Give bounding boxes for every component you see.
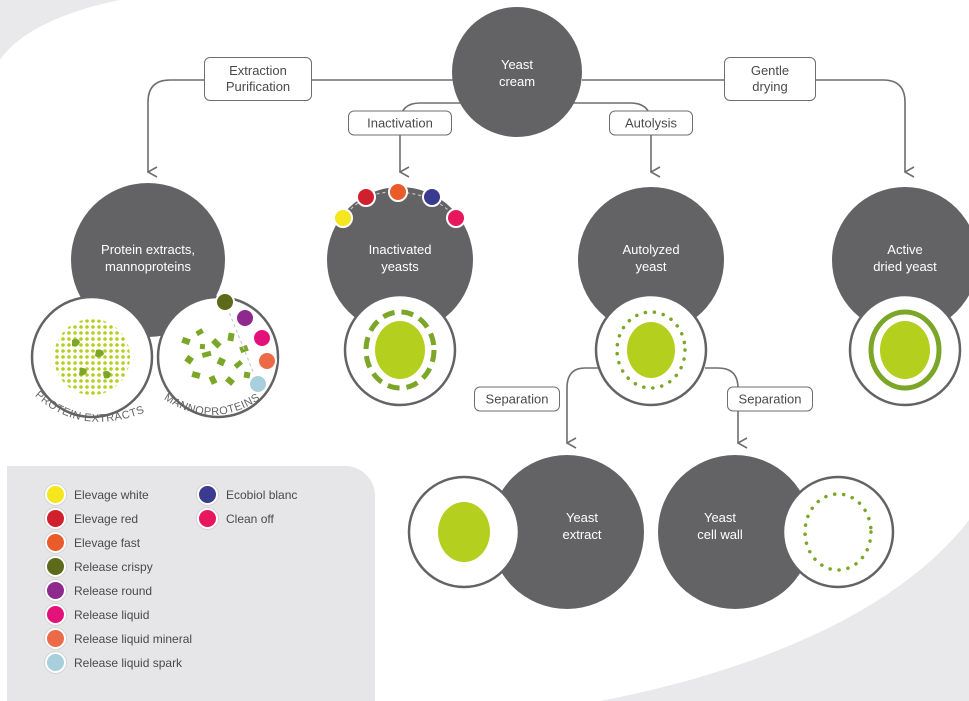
legend-item: Ecobiol blanc [197,484,297,505]
legend-item: Elevage white [45,484,149,505]
inactivated-cell-dashed-wall [363,309,437,391]
legend-swatch [45,484,66,505]
autolyzed-cell-core [627,322,675,378]
active-cell-core [880,321,930,379]
node-label-inactivated: Inactivated yeasts [368,242,432,274]
legend-swatch [45,556,66,577]
legend-swatch [45,508,66,529]
legend-label: Release liquid mineral [74,631,193,646]
legend-item: Release liquid [45,604,149,625]
node-label-cell-wall: Yeast cell wall [697,510,743,542]
inactivated-dot-arc [342,191,457,219]
process-separation-left: Separation [474,386,560,412]
legend-label: Elevage white [74,487,149,502]
product-dot-release-liquid-mineral [257,351,277,371]
node-yeast-cell-wall [658,455,812,609]
node-active-dried-yeast [832,187,969,333]
legend-label: Release round [74,583,153,598]
legend-swatch [45,652,66,673]
legend-item: Release crispy [45,556,153,577]
legend-item: Elevage fast [45,532,140,553]
product-dot-elevage-red [356,187,376,207]
background-swoosh-bottom [600,520,969,701]
process-extraction-purification: Extraction Purification [204,57,312,101]
yeast-cell-wall-cell [781,475,895,589]
legend-swatch [45,604,66,625]
yeast-extract-core [438,502,490,562]
mannoprotein-fragments [181,328,251,386]
legend-swatch [45,628,66,649]
protein-extracts-dotted-particle [54,319,130,395]
legend-item: Elevage red [45,508,138,529]
node-inactivated-yeasts [327,187,473,333]
product-dot-release-liquid-spark [248,374,268,394]
process-inactivation: Inactivation [348,110,452,136]
yeast-cell-wall-dotted-wall [803,492,873,572]
node-label-yeast-cream: Yeast cream [498,57,536,89]
connector-to-extract [567,367,598,443]
legend-label: Elevage red [74,511,139,526]
legend-swatch [197,484,218,505]
legend-label: Ecobiol blanc [226,487,298,502]
active-cell-wall [868,309,942,391]
legend-label: Clean off [226,511,274,526]
mannoproteins-dot-connector [224,301,259,385]
node-label-active: Active dried yeast [873,242,937,274]
product-dot-release-crispy [215,292,235,312]
node-yeast-cream [452,7,582,137]
product-dot-elevage-fast [388,182,408,202]
protein-blobs [72,338,111,379]
legend-swatch [45,532,66,553]
product-dot-elevage-white [333,208,353,228]
legend-swatch [45,580,66,601]
inactivated-cell-core [375,321,425,379]
legend-item: Release liquid mineral [45,628,192,649]
legend-swatch [197,508,218,529]
legend-label: Release crispy [74,559,153,574]
legend-label: Release liquid [74,607,150,622]
legend-label: Release liquid spark [74,655,183,670]
node-label-autolyzed: Autolyzed yeast [622,242,680,274]
process-autolysis: Autolysis [609,110,693,136]
background-swoosh-top [0,0,120,60]
legend-item: Clean off [197,508,274,529]
product-dot-release-round [235,308,255,328]
product-dot-ecobiol-blanc [422,187,442,207]
product-dot-clean-off [446,208,466,228]
connector-to-protein [148,79,457,172]
autolyzed-cell-dotted-wall [615,310,687,390]
product-dot-release-liquid [252,328,272,348]
process-separation-right: Separation [727,386,813,412]
node-label-extract: Yeast extract [562,510,602,542]
legend-item: Release liquid spark [45,652,182,673]
node-yeast-extract [490,455,644,609]
connector-to-active [582,79,905,172]
node-label-protein: Protein extracts, mannoproteins [101,242,195,274]
legend-label: Elevage fast [74,535,141,550]
legend-item: Release round [45,580,152,601]
process-gentle-drying: Gentle drying [724,57,816,101]
node-autolyzed-yeast [578,187,724,333]
